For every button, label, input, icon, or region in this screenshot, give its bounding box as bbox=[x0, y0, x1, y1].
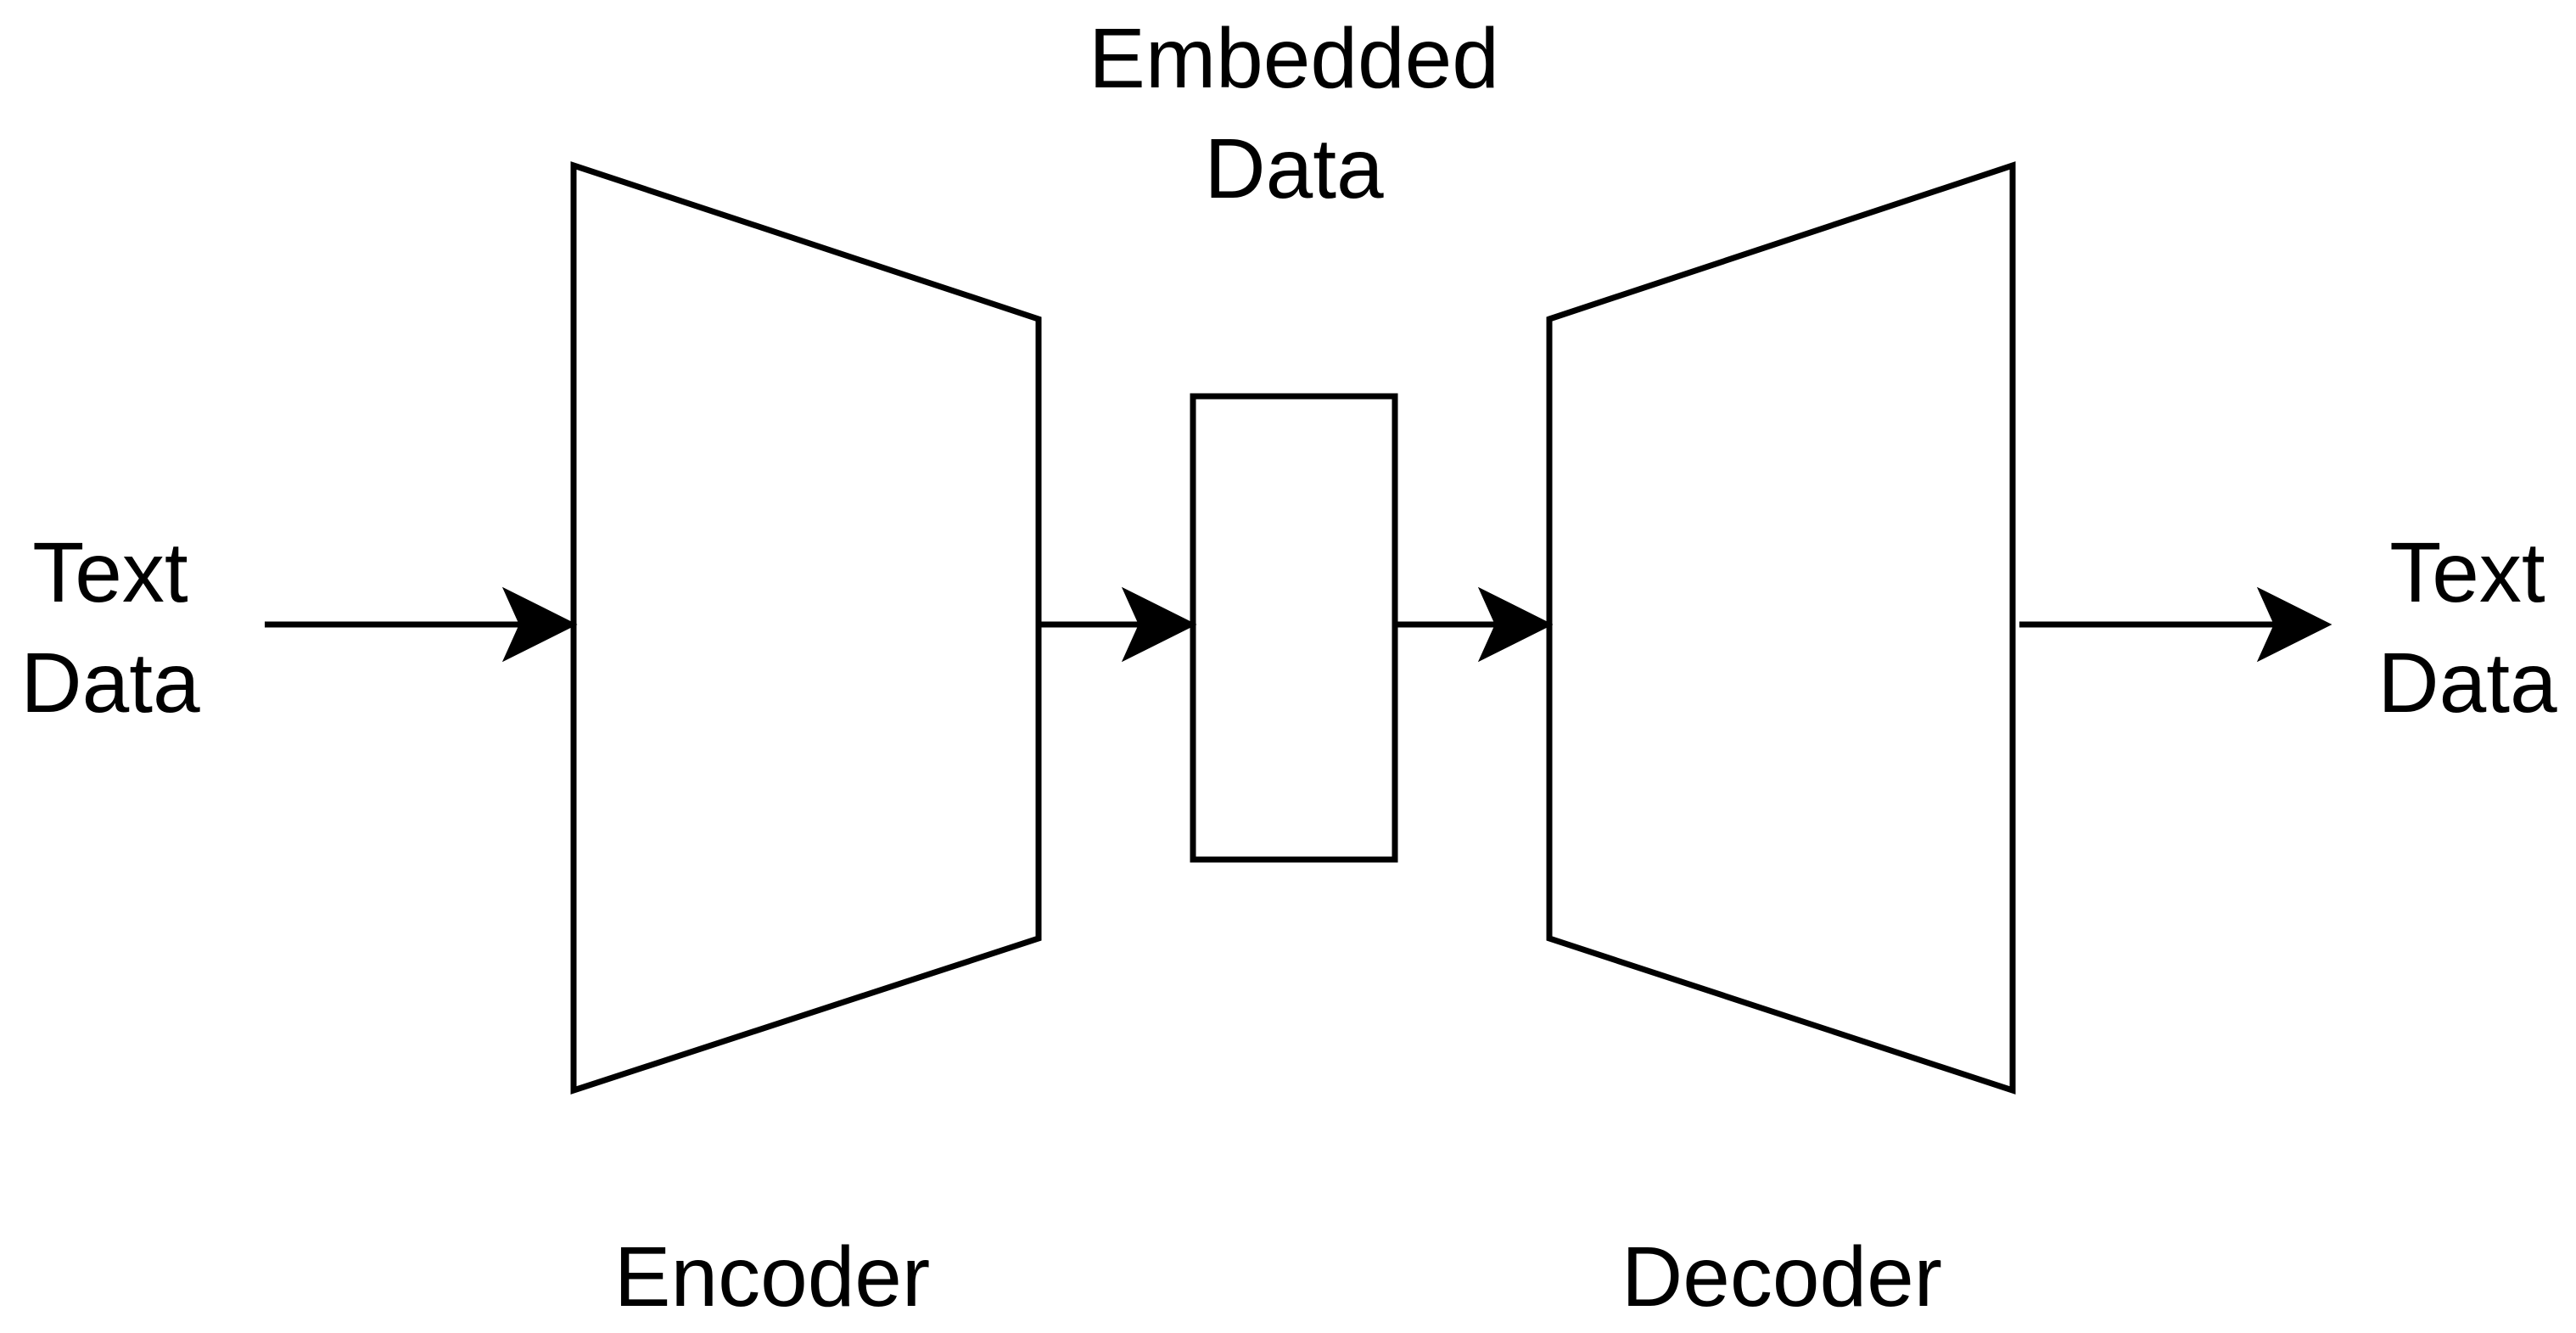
decoder-block bbox=[1546, 161, 2016, 1095]
input-label-line1: Text bbox=[32, 525, 188, 620]
output-label-line1: Text bbox=[2389, 525, 2545, 620]
decoder-label: Decoder bbox=[1621, 1229, 1942, 1325]
arrow-encoder-to-embedding bbox=[1041, 586, 1197, 663]
embedding-label: Embedded Data bbox=[1039, 3, 1548, 224]
output-label: Text Data bbox=[2359, 518, 2576, 738]
arrow-input-to-encoder bbox=[265, 586, 578, 663]
input-label-line2: Data bbox=[20, 636, 200, 731]
encoder-label: Encoder bbox=[613, 1229, 931, 1325]
embedding-label-line1: Embedded bbox=[1089, 11, 1499, 106]
output-label-line2: Data bbox=[2377, 636, 2557, 731]
arrow-embedding-to-decoder bbox=[1397, 586, 1554, 663]
arrow-decoder-to-output bbox=[2019, 586, 2332, 663]
encoder-block bbox=[570, 161, 1042, 1095]
embedding-block bbox=[1190, 393, 1398, 863]
embedding-label-line2: Data bbox=[1204, 121, 1384, 216]
input-label: Text Data bbox=[0, 518, 221, 738]
